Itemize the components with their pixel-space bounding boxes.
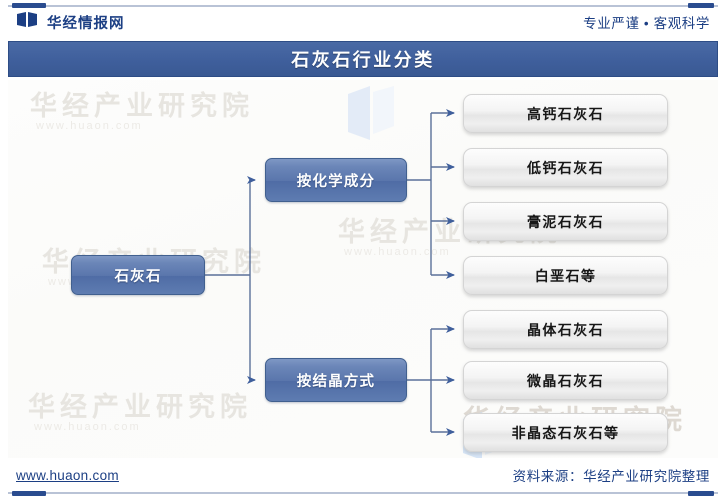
- page-footer: www.huaon.com 资料来源：华经产业研究院整理: [8, 462, 718, 488]
- top-accent-right: [688, 3, 714, 8]
- page-title: 石灰石行业分类: [291, 50, 435, 70]
- node-leaf-label: 高钙石灰石: [527, 105, 604, 122]
- node-leaf-label: 晶体石灰石: [527, 321, 604, 338]
- node-leaf-label: 膏泥石灰石: [527, 213, 604, 230]
- node-leaf-high-calcium[interactable]: 高钙石灰石: [463, 94, 668, 133]
- diagram-canvas: 华经产业研究院 www.huaon.com 华经产业研究院 www.huaon.…: [8, 80, 718, 458]
- footer-source: 资料来源：华经产业研究院整理: [512, 469, 710, 484]
- header-tagline: 专业严谨 • 客观科学: [583, 16, 710, 31]
- page-header: 华经情报网 专业严谨 • 客观科学: [8, 8, 718, 36]
- node-leaf-label: 微晶石灰石: [527, 372, 604, 389]
- footer-site-link[interactable]: www.huaon.com: [16, 467, 119, 483]
- node-branch-chemical-label: 按化学成分: [296, 173, 376, 190]
- node-root-label: 石灰石: [114, 268, 162, 285]
- connector-wires: [205, 109, 455, 436]
- bottom-accent-right: [688, 491, 714, 496]
- node-branch-chemical[interactable]: 按化学成分: [265, 158, 407, 202]
- node-branch-crystal[interactable]: 按结晶方式: [265, 358, 407, 402]
- brand-name: 华经情报网: [47, 15, 125, 32]
- top-accent-left: [12, 3, 46, 8]
- node-branch-crystal-label: 按结晶方式: [296, 373, 376, 390]
- node-leaf-amorphous[interactable]: 非晶态石灰石等: [463, 413, 668, 452]
- node-root[interactable]: 石灰石: [71, 255, 205, 295]
- node-leaf-marl[interactable]: 膏泥石灰石: [463, 202, 668, 241]
- bottom-accent-left: [12, 491, 46, 496]
- top-divider-rule: [8, 5, 718, 7]
- node-leaf-chalk[interactable]: 白垩石等: [463, 256, 668, 295]
- node-leaf-low-calcium[interactable]: 低钙石灰石: [463, 148, 668, 187]
- node-leaf-label: 低钙石灰石: [527, 159, 604, 176]
- node-leaf-label: 非晶态石灰石等: [511, 424, 620, 441]
- node-leaf-microcrystalline[interactable]: 微晶石灰石: [463, 361, 668, 400]
- brand: 华经情报网: [16, 11, 125, 33]
- title-banner: 石灰石行业分类: [8, 41, 718, 77]
- node-leaf-crystalline[interactable]: 晶体石灰石: [463, 310, 668, 349]
- node-leaf-label: 白垩石等: [534, 267, 597, 284]
- book-logo-icon: [16, 11, 38, 33]
- bottom-divider-rule: [8, 492, 718, 494]
